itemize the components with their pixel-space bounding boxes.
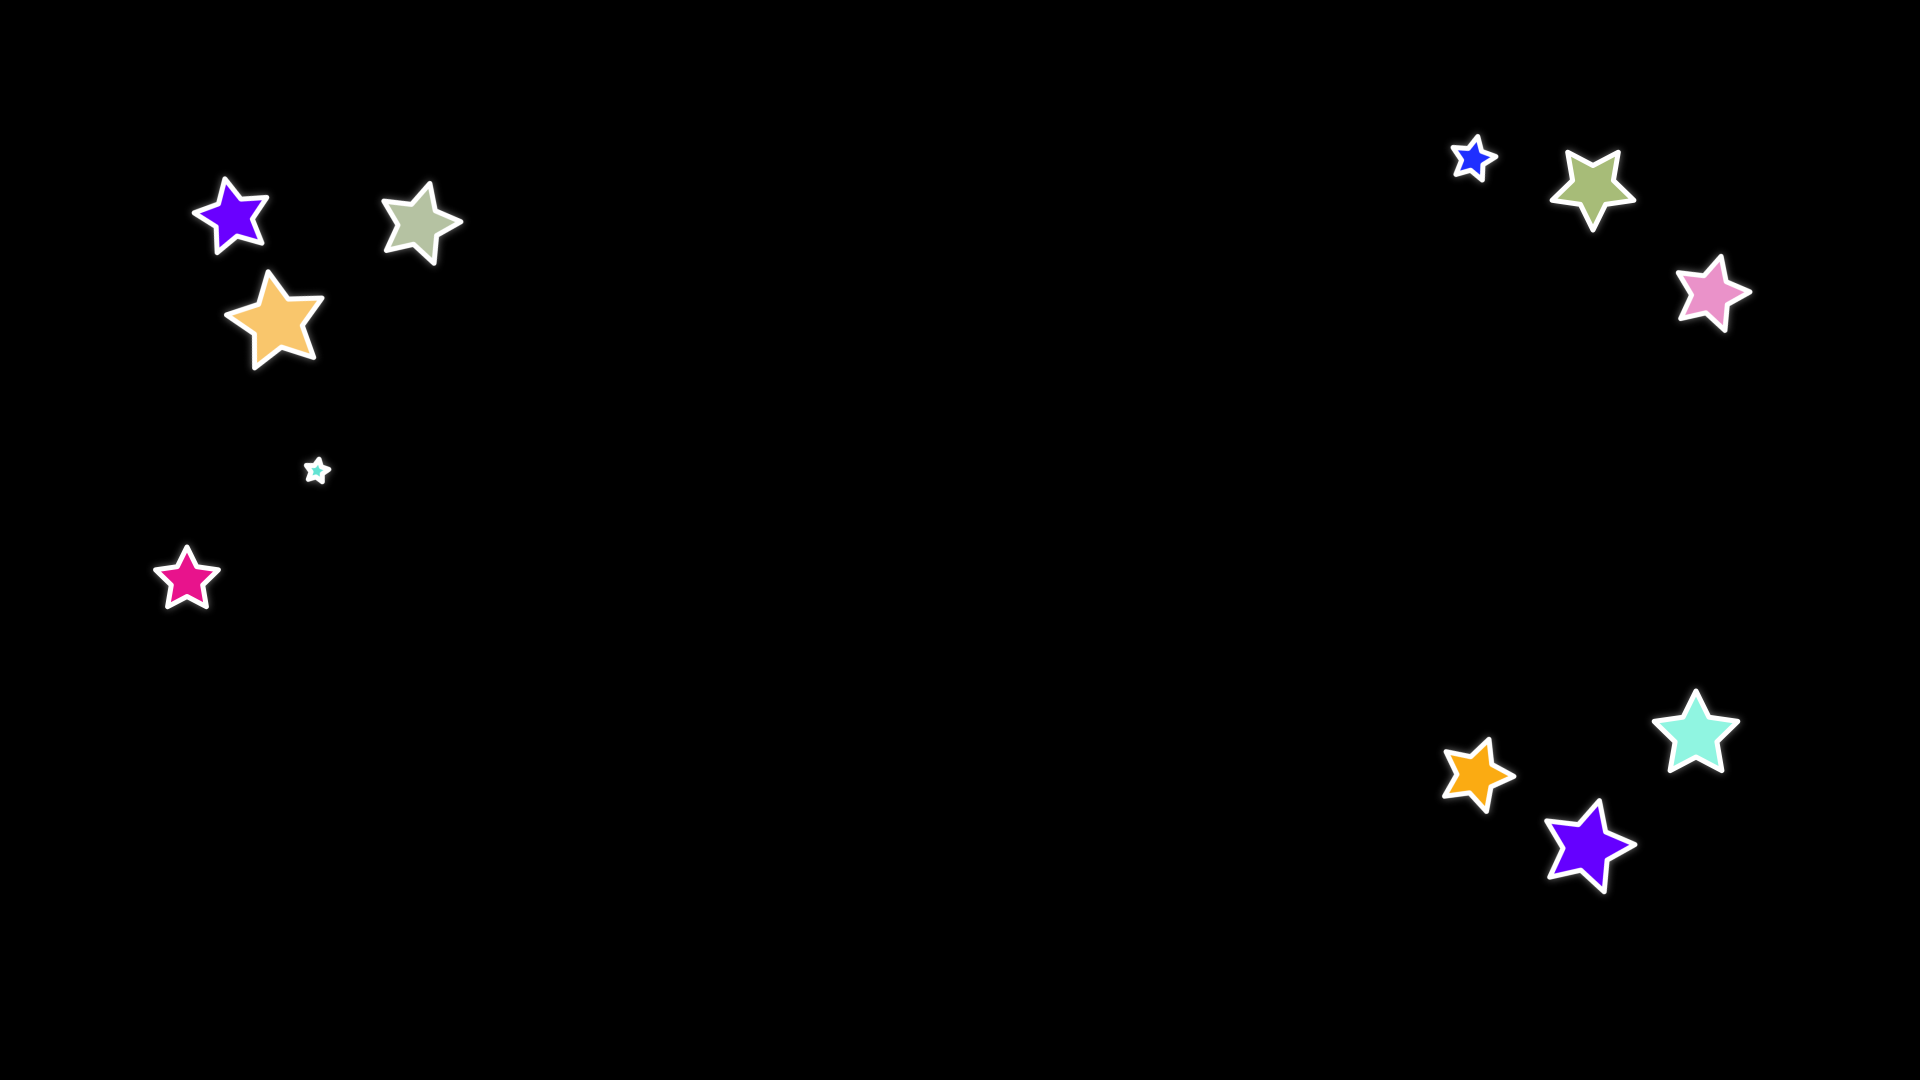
star-icon bbox=[1442, 736, 1517, 814]
star-icon bbox=[1675, 253, 1753, 333]
star-icon bbox=[303, 456, 332, 485]
star-icon bbox=[1549, 149, 1637, 233]
star-icon bbox=[223, 269, 325, 371]
star-icon bbox=[191, 176, 270, 256]
star-icon bbox=[381, 180, 464, 266]
star-icon bbox=[1651, 688, 1741, 774]
star-icon bbox=[153, 544, 221, 610]
star-icon bbox=[1450, 134, 1499, 183]
star-icon bbox=[1544, 798, 1638, 895]
